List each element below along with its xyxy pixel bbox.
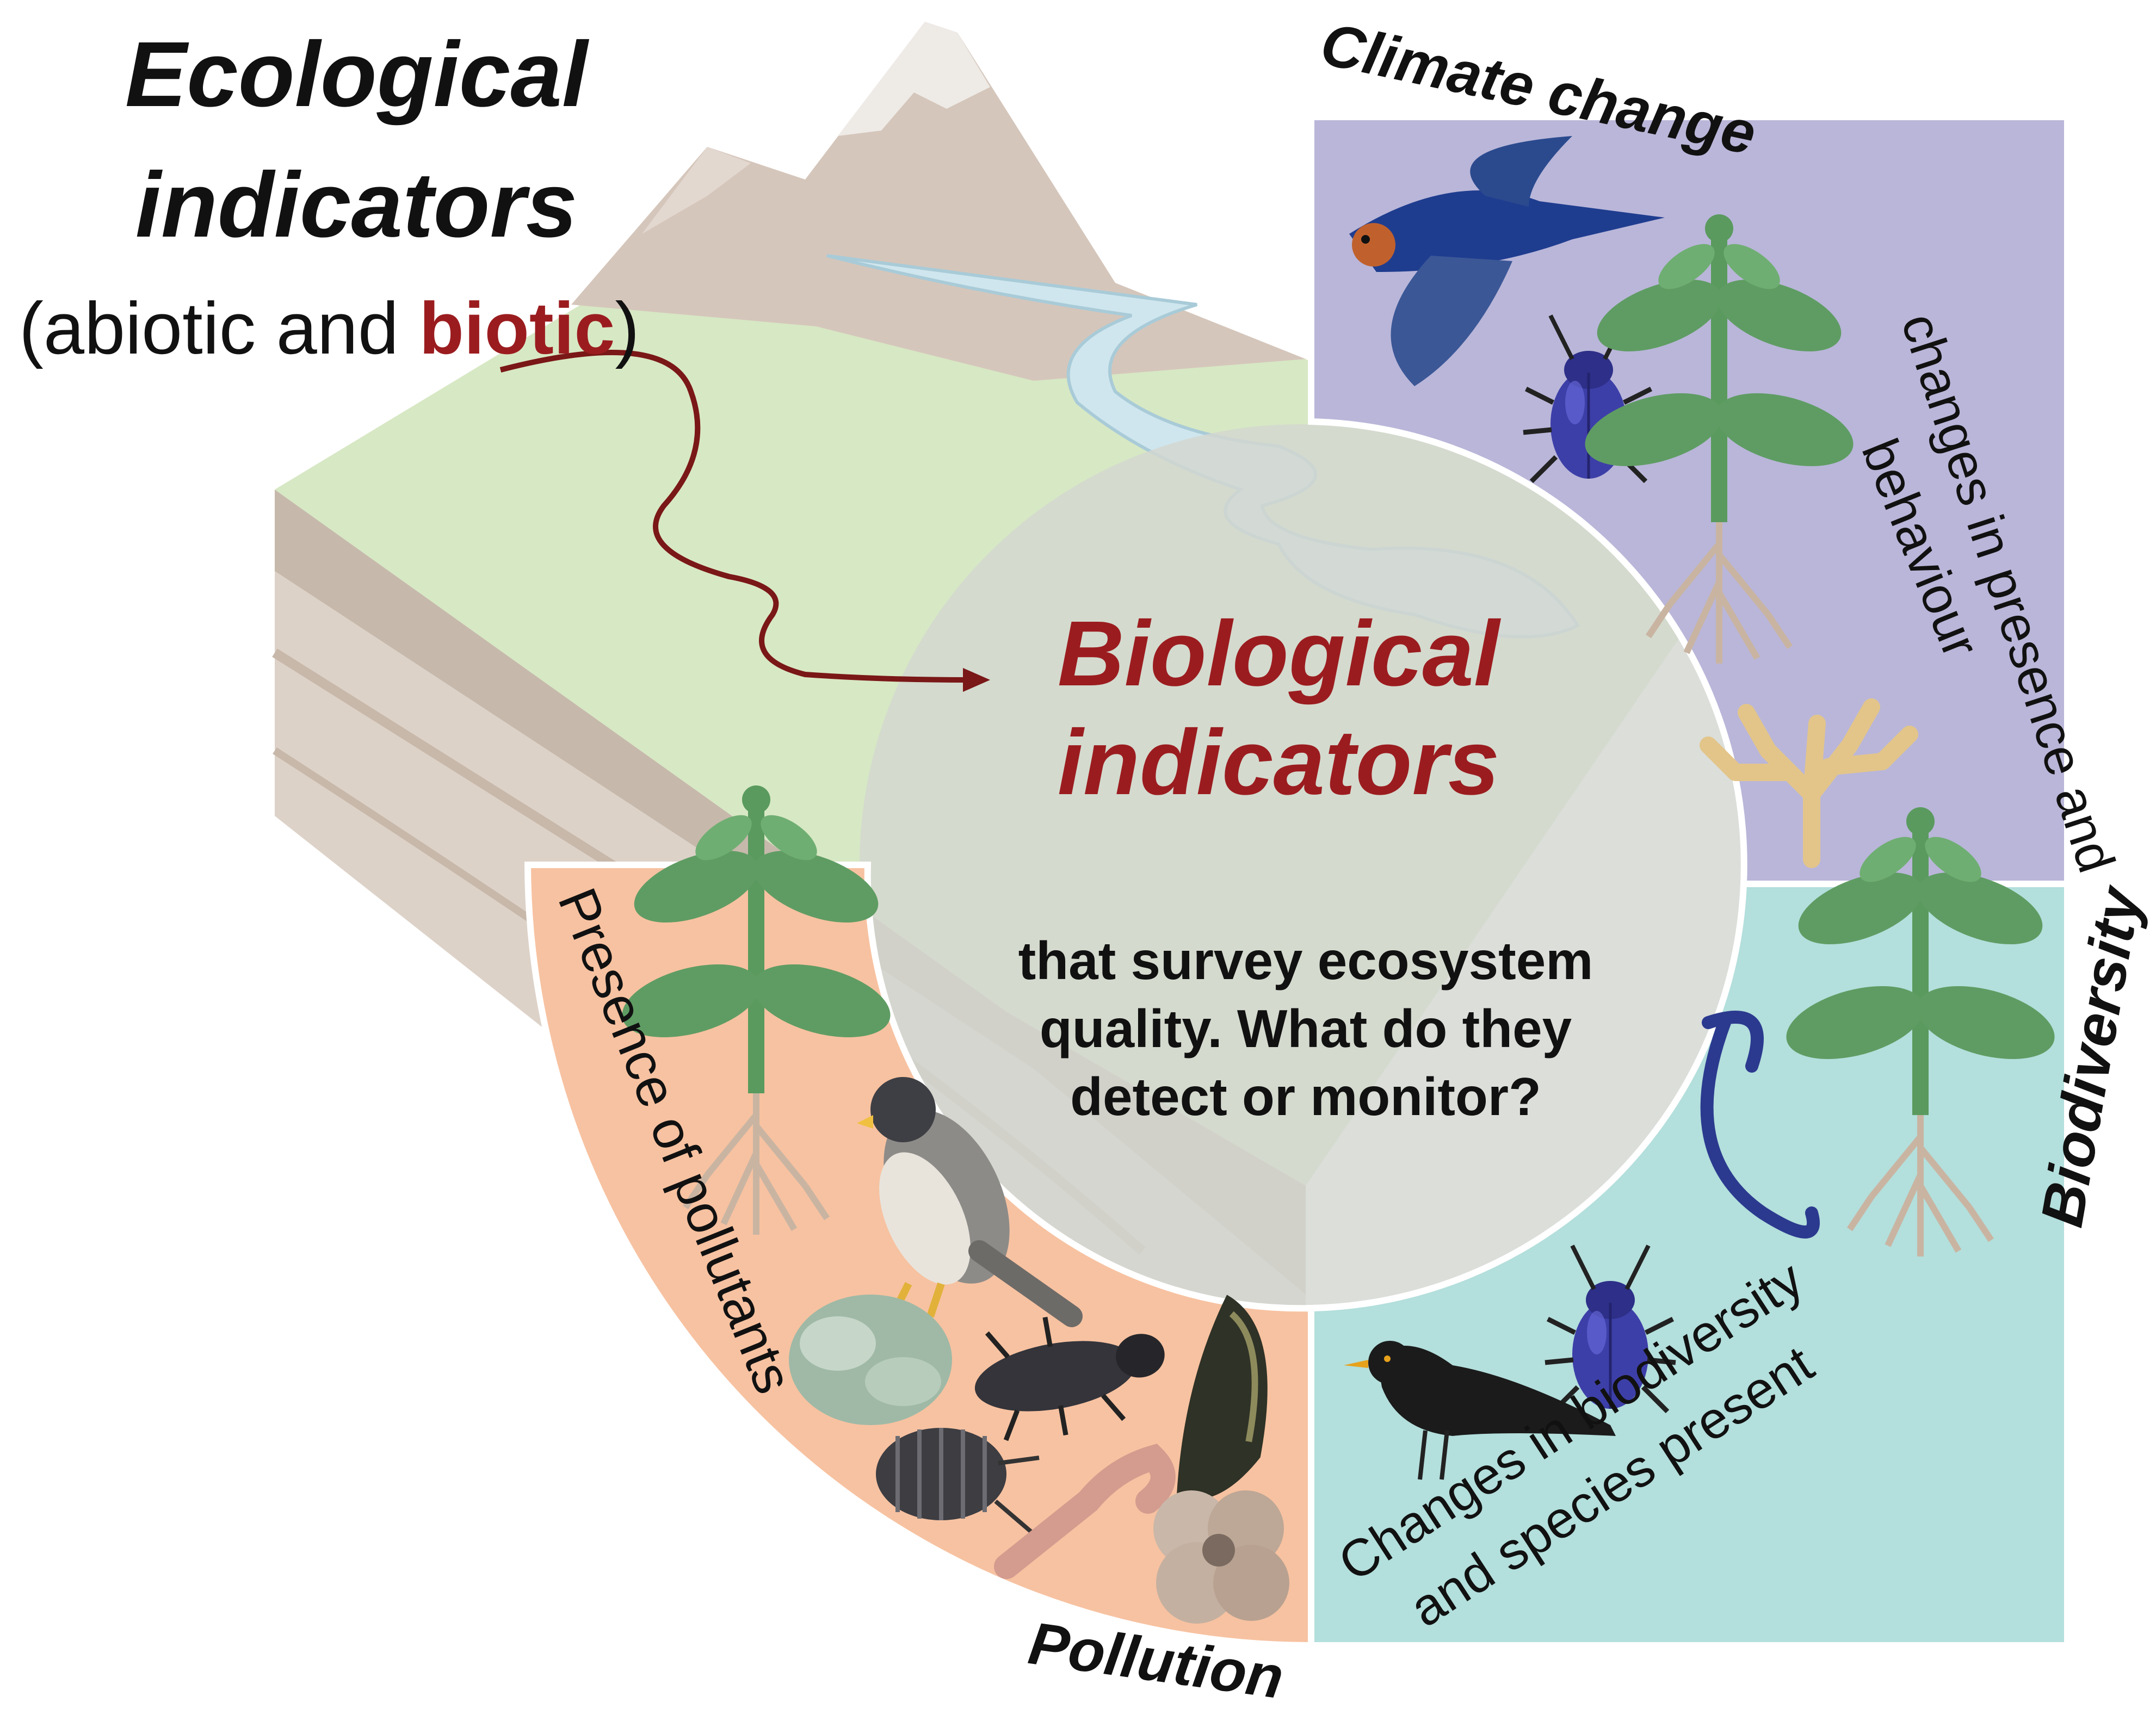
center-question-line2: quality. What do they — [1040, 999, 1572, 1058]
mountain-icon — [571, 22, 1306, 381]
earthworm-icon — [994, 1444, 1176, 1579]
heading-subtitle-open: (abiotic and — [19, 287, 419, 369]
woodlouse-icon — [876, 1428, 1040, 1536]
center-title-line1: Biological — [1058, 602, 1502, 705]
lichen-icon — [789, 1295, 952, 1425]
foraminifera-icon — [1153, 1490, 1289, 1624]
mountain-ridge — [642, 147, 751, 234]
center-title-line2: indicators — [1058, 711, 1499, 814]
heading-subtitle-highlight: biotic — [419, 287, 615, 369]
snow-cap — [838, 22, 990, 136]
heading-line1: Ecological — [125, 23, 590, 126]
mussel-icon — [1176, 1295, 1268, 1500]
blackbird-icon — [1344, 1341, 1616, 1480]
segment-biodiversity — [1308, 881, 2071, 1649]
swallow-icon — [1349, 136, 1665, 386]
falcon-icon — [857, 1077, 1083, 1327]
center-question-line3: detect or monitor? — [1070, 1067, 1541, 1126]
coral-icon — [1700, 698, 1918, 868]
segment-climate-change — [1308, 114, 2071, 887]
arrow-icon — [499, 350, 969, 683]
arrow-head-icon — [963, 668, 990, 692]
center-disc — [860, 424, 1741, 1305]
center-question-line1: that survey ecosystem — [1018, 931, 1593, 990]
worm-icon — [1700, 1011, 1820, 1239]
heading-subtitle: (abiotic and biotic) — [19, 287, 639, 369]
heading-line2: indicators — [135, 153, 577, 257]
heading-subtitle-close: ) — [615, 287, 639, 369]
beetle-icon — [974, 1316, 1165, 1441]
